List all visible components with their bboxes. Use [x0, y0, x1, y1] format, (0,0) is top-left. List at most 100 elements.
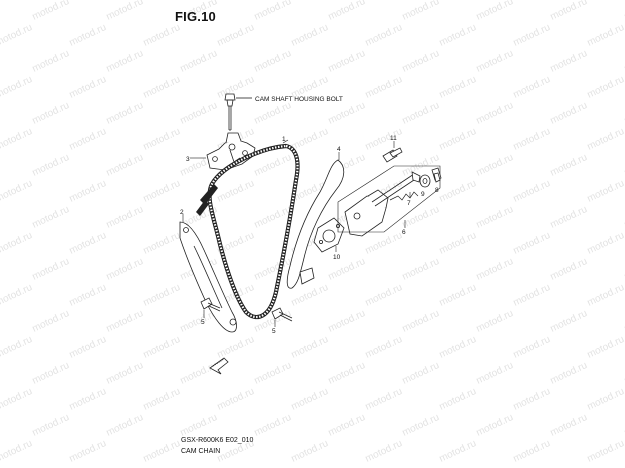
- watermark-text: motod.ru: [31, 204, 71, 231]
- watermark-text: motod.ru: [253, 48, 293, 75]
- watermark-text: motod.ru: [586, 22, 625, 49]
- figure-title: FIG.10: [175, 9, 216, 24]
- watermark-text: motod.ru: [68, 334, 108, 361]
- upper-chain-guide: [206, 132, 256, 171]
- watermark-text: motod.ru: [68, 126, 108, 153]
- watermark-text: motod.ru: [142, 178, 182, 205]
- part-number-1: 1: [282, 136, 286, 143]
- watermark-text: motod.ru: [401, 308, 441, 335]
- watermark-text: motod.ru: [0, 74, 34, 101]
- drawing-name: CAM CHAIN: [181, 448, 221, 455]
- watermark-text: motod.ru: [438, 282, 478, 309]
- watermark-text: motod.ru: [0, 126, 34, 153]
- watermark-text: motod.ru: [512, 386, 552, 413]
- watermark-text: motod.ru: [0, 178, 34, 205]
- watermark-text: motod.ru: [401, 48, 441, 75]
- watermark-text: motod.ru: [253, 412, 293, 439]
- watermark-text: motod.ru: [549, 256, 589, 283]
- watermark-text: motod.ru: [438, 334, 478, 361]
- watermark-text: motod.ru: [586, 386, 625, 413]
- watermark-text: motod.ru: [549, 204, 589, 231]
- watermark-text: motod.ru: [0, 386, 34, 413]
- part-number-6: 6: [402, 229, 406, 236]
- watermark-text: motod.ru: [68, 22, 108, 49]
- housing-bolt-callout: CAM SHAFT HOUSING BOLT: [255, 96, 343, 103]
- watermark-text: motod.ru: [105, 48, 145, 75]
- tensioner-guide-left: [179, 221, 237, 333]
- watermark-text: motod.ru: [327, 412, 367, 439]
- sealing-washer: [419, 174, 431, 188]
- watermark-text: motod.ru: [105, 100, 145, 127]
- watermark-text: motod.ru: [475, 204, 515, 231]
- watermark-text: motod.ru: [253, 152, 293, 179]
- watermark-text: motod.ru: [253, 100, 293, 127]
- watermark-text: motod.ru: [142, 282, 182, 309]
- part-number-4: 4: [337, 146, 341, 153]
- watermark-text: motod.ru: [0, 230, 34, 257]
- watermark-text: motod.ru: [475, 308, 515, 335]
- tensioner-spring: [389, 191, 419, 201]
- watermark-text: motod.ru: [438, 126, 478, 153]
- watermark-text: motod.ru: [401, 256, 441, 283]
- watermark-text: motod.ru: [475, 152, 515, 179]
- watermark-text: motod.ru: [31, 100, 71, 127]
- watermark-text: motod.ru: [105, 0, 145, 23]
- watermark-text: motod.ru: [549, 0, 589, 23]
- drawing-code: GSX-R600K6 E02_010: [181, 437, 254, 444]
- watermark-text: motod.ru: [586, 74, 625, 101]
- cam-chain-tensioner: [344, 171, 421, 237]
- part-number-7: 7: [407, 200, 411, 207]
- part-number-5-right: 5: [272, 328, 276, 335]
- guide-bolt-right: [271, 307, 293, 322]
- watermark-text: motod.ru: [364, 438, 404, 465]
- watermark-text: motod.ru: [290, 334, 330, 361]
- watermark-text: motod.ru: [68, 178, 108, 205]
- chain-sprocket-links: [196, 184, 218, 216]
- watermark-text: motod.ru: [438, 230, 478, 257]
- watermark-text: motod.ru: [586, 334, 625, 361]
- watermark-text: motod.ru: [475, 100, 515, 127]
- tensioner-cap-bolt: [431, 167, 442, 183]
- part-number-9: 9: [421, 191, 425, 198]
- watermark-text: motod.ru: [105, 360, 145, 387]
- watermark-text: motod.ru: [438, 386, 478, 413]
- watermark-text: motod.ru: [586, 126, 625, 153]
- watermark-text: motod.ru: [105, 308, 145, 335]
- watermark-text: motod.ru: [512, 74, 552, 101]
- part-number-8: 8: [435, 187, 439, 194]
- watermark-text: motod.ru: [549, 412, 589, 439]
- watermark-text: motod.ru: [216, 74, 256, 101]
- watermark-text: motod.ru: [290, 282, 330, 309]
- chain-guide-right: [286, 159, 345, 289]
- watermark-text: motod.ru: [216, 386, 256, 413]
- watermark-text: motod.ru: [142, 126, 182, 153]
- watermark-text: motod.ru: [105, 256, 145, 283]
- watermark-text: motod.ru: [549, 100, 589, 127]
- watermark-text: motod.ru: [586, 282, 625, 309]
- watermark-text: motod.ru: [512, 282, 552, 309]
- watermark-text: motod.ru: [512, 22, 552, 49]
- watermark-text: motod.ru: [253, 360, 293, 387]
- watermark-text: motod.ru: [142, 438, 182, 465]
- watermark-text: motod.ru: [179, 48, 219, 75]
- cam-chain: [207, 143, 300, 320]
- watermark-text: motod.ru: [216, 22, 256, 49]
- watermark-text: motod.ru: [327, 0, 367, 23]
- watermark-text: motod.ru: [327, 308, 367, 335]
- watermark-text: motod.ru: [68, 438, 108, 465]
- guide-bolt-left: [200, 297, 221, 312]
- watermark-text: motod.ru: [586, 230, 625, 257]
- watermark-text: motod.ru: [105, 152, 145, 179]
- watermark-text: motod.ru: [31, 412, 71, 439]
- watermark-text: motod.ru: [438, 438, 478, 465]
- watermark-text: motod.ru: [401, 204, 441, 231]
- watermark-text: motod.ru: [475, 412, 515, 439]
- watermark-text: motod.ru: [31, 48, 71, 75]
- watermark-text: motod.ru: [549, 360, 589, 387]
- watermark-text: motod.ru: [216, 334, 256, 361]
- watermark-text: motod.ru: [0, 282, 34, 309]
- watermark-text: motod.ru: [142, 230, 182, 257]
- watermark-text: motod.ru: [512, 334, 552, 361]
- watermark-text: motod.ru: [438, 74, 478, 101]
